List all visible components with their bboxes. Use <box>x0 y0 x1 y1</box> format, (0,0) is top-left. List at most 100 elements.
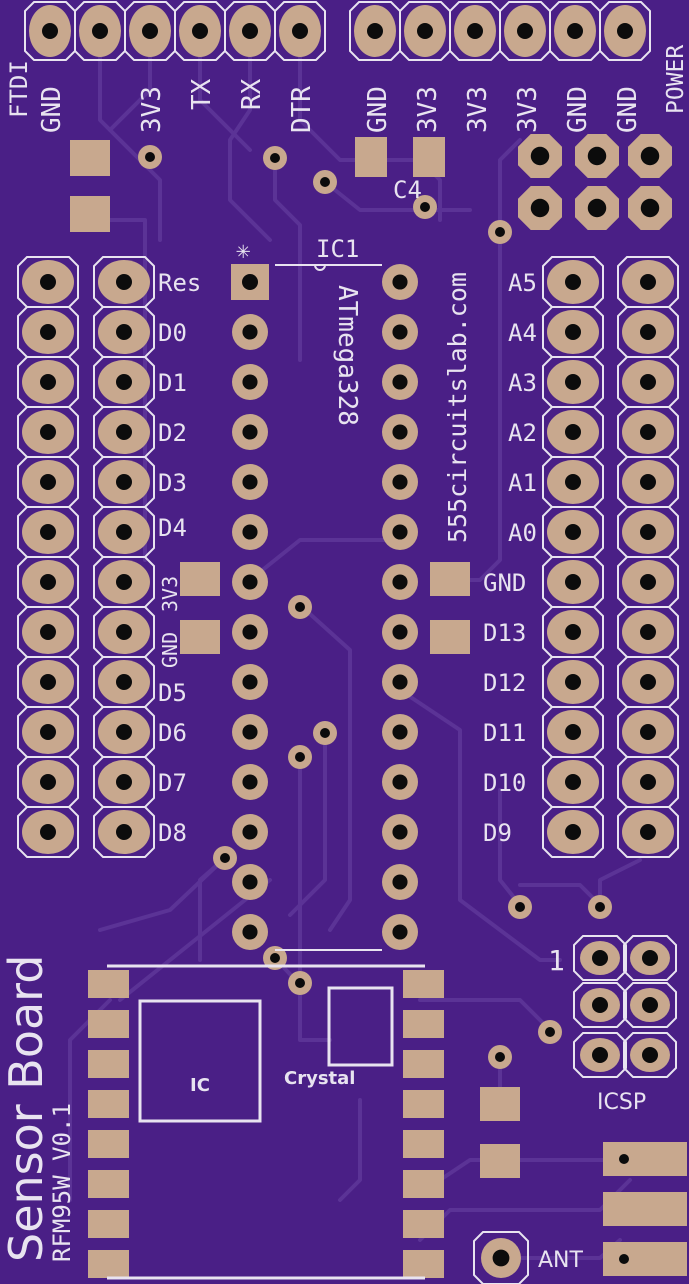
module-ic-outline <box>138 999 262 1123</box>
right-outer-header-outline-12 <box>617 806 679 858</box>
right-outer-header-pad-6-drill <box>640 524 656 540</box>
module-left-pad-5 <box>88 1130 129 1158</box>
left-pin-label-d5: D5 <box>158 679 187 707</box>
via-4-drill <box>420 202 430 212</box>
module-left-pad-4 <box>88 1090 129 1118</box>
left-outer-header-pad-5-drill <box>40 474 56 490</box>
ftdi-pin-label-3: 3V3 <box>137 86 167 133</box>
right-outer-header-pad-12-drill <box>640 824 656 840</box>
ic1-pin-pad-11-drill <box>242 774 258 790</box>
ftdi-pin-label-5: RX <box>237 78 267 110</box>
right-pin-label-a1: A1 <box>508 469 537 497</box>
power-pin-pad-1-drill <box>367 23 383 39</box>
smd-pad-ant-bottom <box>480 1144 520 1178</box>
ftdi-header-outline-1 <box>24 1 76 61</box>
ftdi-header-outline-2 <box>74 1 126 61</box>
capacitor-label: C4 <box>393 176 422 204</box>
icsp-pad-1-drill <box>592 950 608 966</box>
power-header-outline-2 <box>399 1 451 61</box>
right-outer-header-pad-8-drill <box>640 624 656 640</box>
module-ic-label: IC <box>190 1075 210 1096</box>
via-13-drill <box>595 902 605 912</box>
c4-pad-2 <box>413 137 445 177</box>
ftdi-pin-pad-3-drill <box>142 23 158 39</box>
ic1-pin-pad-19-drill <box>392 724 408 740</box>
left-pin-label-res: Res <box>158 269 201 297</box>
right-pin-label-d10: D10 <box>483 769 526 797</box>
smd-pad-3v3 <box>180 562 220 596</box>
power-pin-pad-5-drill <box>567 23 583 39</box>
via-7-drill <box>320 728 330 738</box>
ant-pad-1 <box>603 1142 687 1176</box>
ic1-pin-pad-22-drill <box>392 574 408 590</box>
left-inner-header-pad-3-drill <box>116 374 132 390</box>
power-block-pad-top-3-drill <box>640 146 660 166</box>
right-pin-label-d13: D13 <box>483 619 526 647</box>
smd-pad-ant-top <box>480 1087 520 1121</box>
power-block-pad-top-2-drill <box>587 146 607 166</box>
smd-pad-right-d13 <box>430 620 470 654</box>
power-pin-label-3: 3V3 <box>463 86 493 133</box>
left-outer-header-pad-9-drill <box>40 674 56 690</box>
right-outer-header-pad-7-drill <box>640 574 656 590</box>
ic1-pin-pad-4-drill <box>242 424 258 440</box>
ic1-pin-pad-9-drill <box>242 674 258 690</box>
via-5-drill <box>495 227 505 237</box>
ic1-pin-pad-16-drill <box>392 874 408 890</box>
ftdi-pin-pad-4-drill <box>192 23 208 39</box>
left-outer-header-pad-7-drill <box>40 574 56 590</box>
right-outer-header-pad-9-drill <box>640 674 656 690</box>
icsp-pin1-label: 1 <box>548 944 565 977</box>
left-inner-header-pad-1-drill <box>116 274 132 290</box>
via-2-drill <box>270 153 280 163</box>
left-pin-label-3v3: 3V3 <box>158 576 182 612</box>
right-pin-label-a5: A5 <box>508 269 537 297</box>
left-pin-label-d0: D0 <box>158 319 187 347</box>
right-pin-label-a4: A4 <box>508 319 537 347</box>
right-inner-header-outline-12 <box>542 806 604 858</box>
ic1-pin-pad-20-drill <box>392 674 408 690</box>
left-outer-header-pad-12-drill <box>40 824 56 840</box>
icsp-pad-4-drill <box>642 997 658 1013</box>
right-pin-label-d11: D11 <box>483 719 526 747</box>
right-inner-header-pad-1-drill <box>565 274 581 290</box>
power-block-pad-bottom-2-drill <box>587 198 607 218</box>
left-inner-header-pad-7-drill <box>116 574 132 590</box>
via-6-drill <box>295 602 305 612</box>
left-inner-header-pad-9-drill <box>116 674 132 690</box>
module-crystal-outline <box>327 986 394 1067</box>
ftdi-header-outline-3 <box>124 1 176 61</box>
power-block-pad-bottom-3-drill <box>640 198 660 218</box>
right-outer-header-pad-5-drill <box>640 474 656 490</box>
left-pin-label-d3: D3 <box>158 469 187 497</box>
ic1-pin-pad-10-drill <box>242 724 258 740</box>
power-pin-pad-4-drill <box>517 23 533 39</box>
power-header-outline-1 <box>349 1 401 61</box>
ant-pin-pad-drill <box>492 1249 510 1267</box>
power-block-pad-top-1-drill <box>530 146 550 166</box>
ic1-pin-pad-1-drill <box>242 274 258 290</box>
left-outer-header-pad-4-drill <box>40 424 56 440</box>
icsp-outline-3 <box>573 982 627 1028</box>
right-pin-label-d9: D9 <box>483 819 512 847</box>
module-crystal-label: Crystal <box>284 1068 355 1089</box>
ftdi-pin-label-4: TX <box>187 78 217 110</box>
website-label: 555circuitslab.com <box>443 272 472 543</box>
power-header-outline-6 <box>599 1 651 61</box>
right-inner-header-pad-11-drill <box>565 774 581 790</box>
left-inner-header-pad-6-drill <box>116 524 132 540</box>
power-pin-pad-6-drill <box>617 23 633 39</box>
ftdi-pin-pad-6-drill <box>292 23 308 39</box>
ftdi-header-name: FTDI <box>5 60 33 118</box>
left-pin-label-d7: D7 <box>158 769 187 797</box>
right-outer-header-pad-11-drill <box>640 774 656 790</box>
c4-pad-1 <box>355 137 387 177</box>
right-inner-header-pad-5-drill <box>565 474 581 490</box>
icsp-outline-2 <box>623 935 677 981</box>
ic1-notch <box>314 264 326 271</box>
ic1-pin-pad-2-drill <box>242 324 258 340</box>
power-pin-pad-2-drill <box>417 23 433 39</box>
power-header-outline-5 <box>549 1 601 61</box>
icsp-outline-4 <box>623 982 677 1028</box>
